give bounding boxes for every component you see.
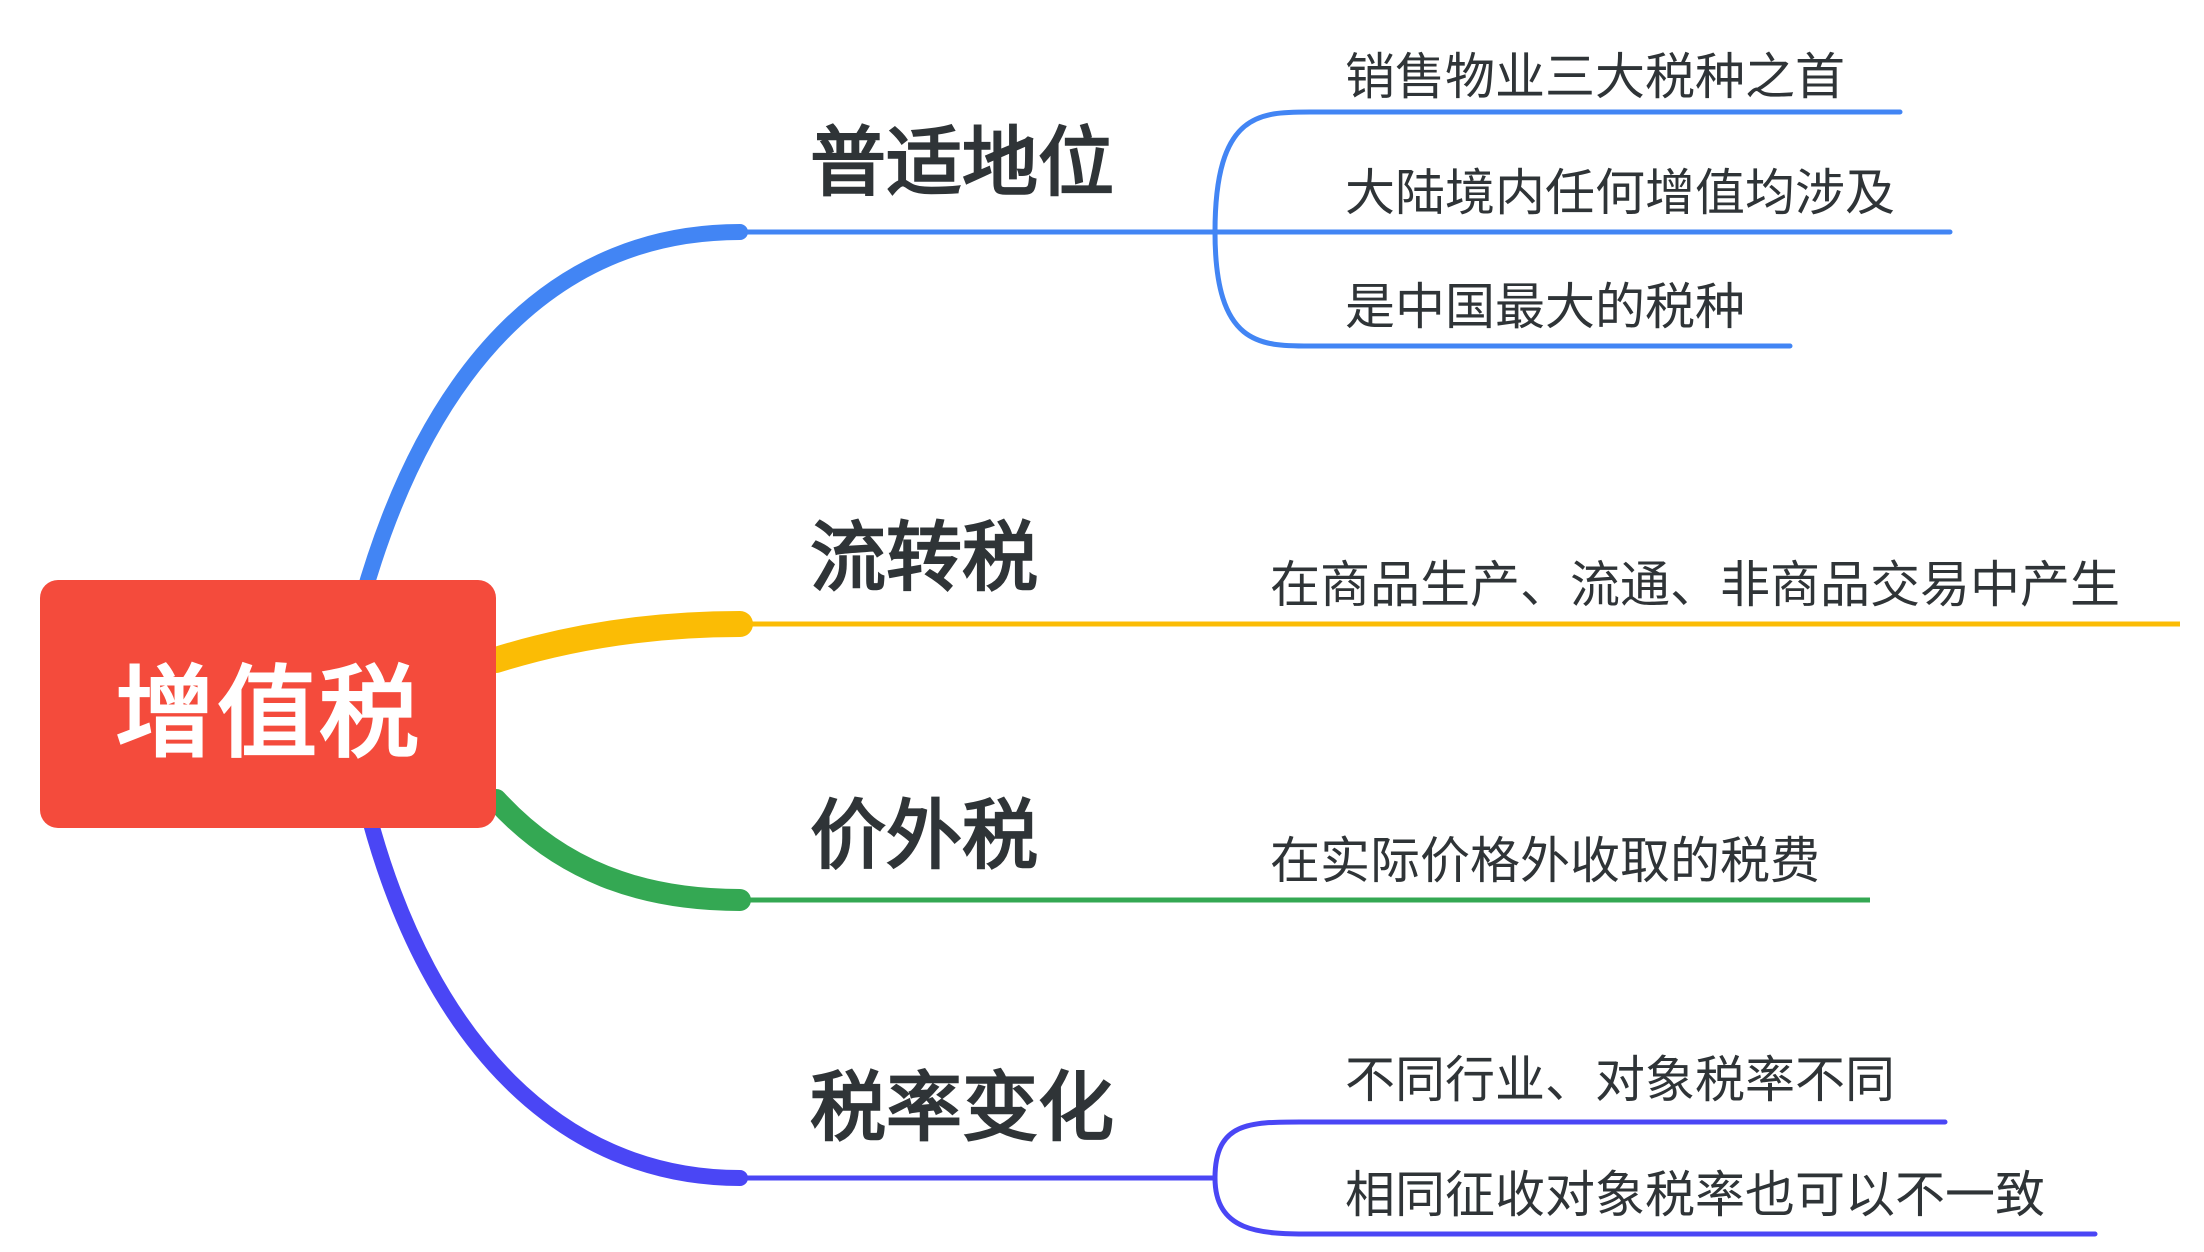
leaf-label-4-2[interactable]: 相同征收对象税率也可以不一致 — [1345, 1166, 2045, 1224]
branch-label-3[interactable]: 价外税 — [810, 791, 1038, 880]
leaf-connector-4-1 — [1212, 1119, 1948, 1181]
leaf-connector-4-2 — [1212, 1175, 2098, 1237]
leaf-label-3-1[interactable]: 在实际价格外收取的税费 — [1270, 832, 1820, 890]
branch-label-1[interactable]: 普适地位 — [810, 118, 1114, 207]
branch-connector-4 — [362, 812, 748, 1186]
root-node[interactable]: 增值税 — [40, 580, 496, 828]
branch-connector-1 — [354, 224, 748, 608]
leaf-label-1-3[interactable]: 是中国最大的税种 — [1345, 278, 1745, 336]
leaf-connector-1-3 — [1212, 229, 1793, 349]
branch-label-2[interactable]: 流转税 — [810, 513, 1038, 602]
root-label: 增值税 — [115, 654, 421, 772]
leaf-label-4-1[interactable]: 不同行业、对象税率不同 — [1345, 1051, 1895, 1109]
branch-connector-3 — [485, 789, 751, 911]
leaf-label-1-1[interactable]: 销售物业三大税种之首 — [1345, 48, 1845, 106]
branch-label-4[interactable]: 税率变化 — [810, 1063, 1114, 1152]
leaf-connector-1-1 — [1212, 109, 1903, 235]
branch-connector-2 — [483, 611, 753, 673]
leaf-label-1-2[interactable]: 大陆境内任何增值均涉及 — [1345, 164, 1895, 222]
leaf-label-2-1[interactable]: 在商品生产、流通、非商品交易中产生 — [1270, 556, 2120, 614]
